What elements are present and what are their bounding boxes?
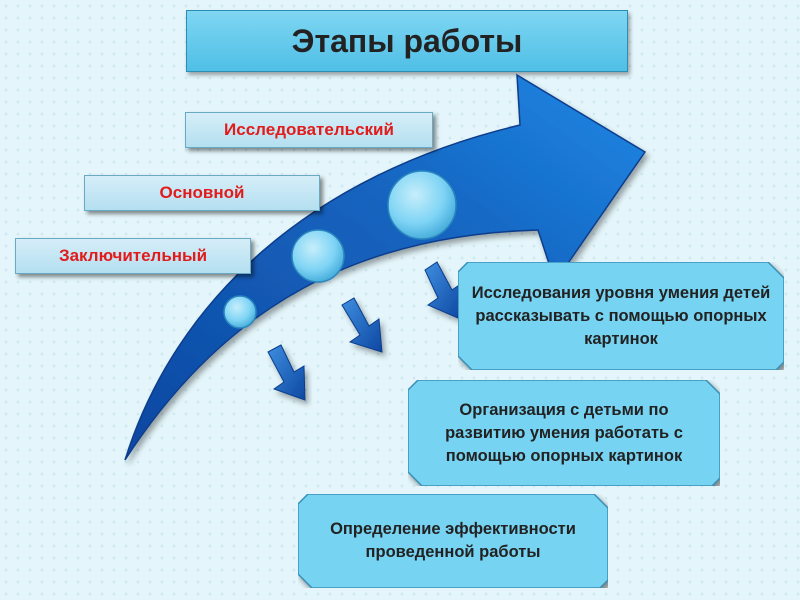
stage-circle-medium [292,230,344,282]
small-arrow-3 [268,345,305,400]
stage-circle-large [388,171,456,239]
info-box-evaluation: Определение эффективности проведенной ра… [298,494,608,588]
info-box-organization: Организация с детьми по развитию умения … [408,380,720,486]
stage-circle-small [224,296,256,328]
stage-label-research-text: Исследовательский [224,120,394,140]
small-arrow-2 [342,298,382,352]
stage-label-main: Основной [84,175,320,211]
stage-label-final: Заключительный [15,238,251,274]
info-box-research-text: Исследования уровня умения детей рассказ… [468,282,774,351]
info-box-research: Исследования уровня умения детей рассказ… [458,262,784,370]
stage-label-main-text: Основной [160,183,245,203]
stage-label-final-text: Заключительный [59,246,207,266]
info-box-organization-text: Организация с детьми по развитию умения … [418,399,710,468]
small-arrow-1 [425,262,462,318]
info-box-evaluation-text: Определение эффективности проведенной ра… [308,518,598,564]
stage-label-research: Исследовательский [185,112,433,148]
